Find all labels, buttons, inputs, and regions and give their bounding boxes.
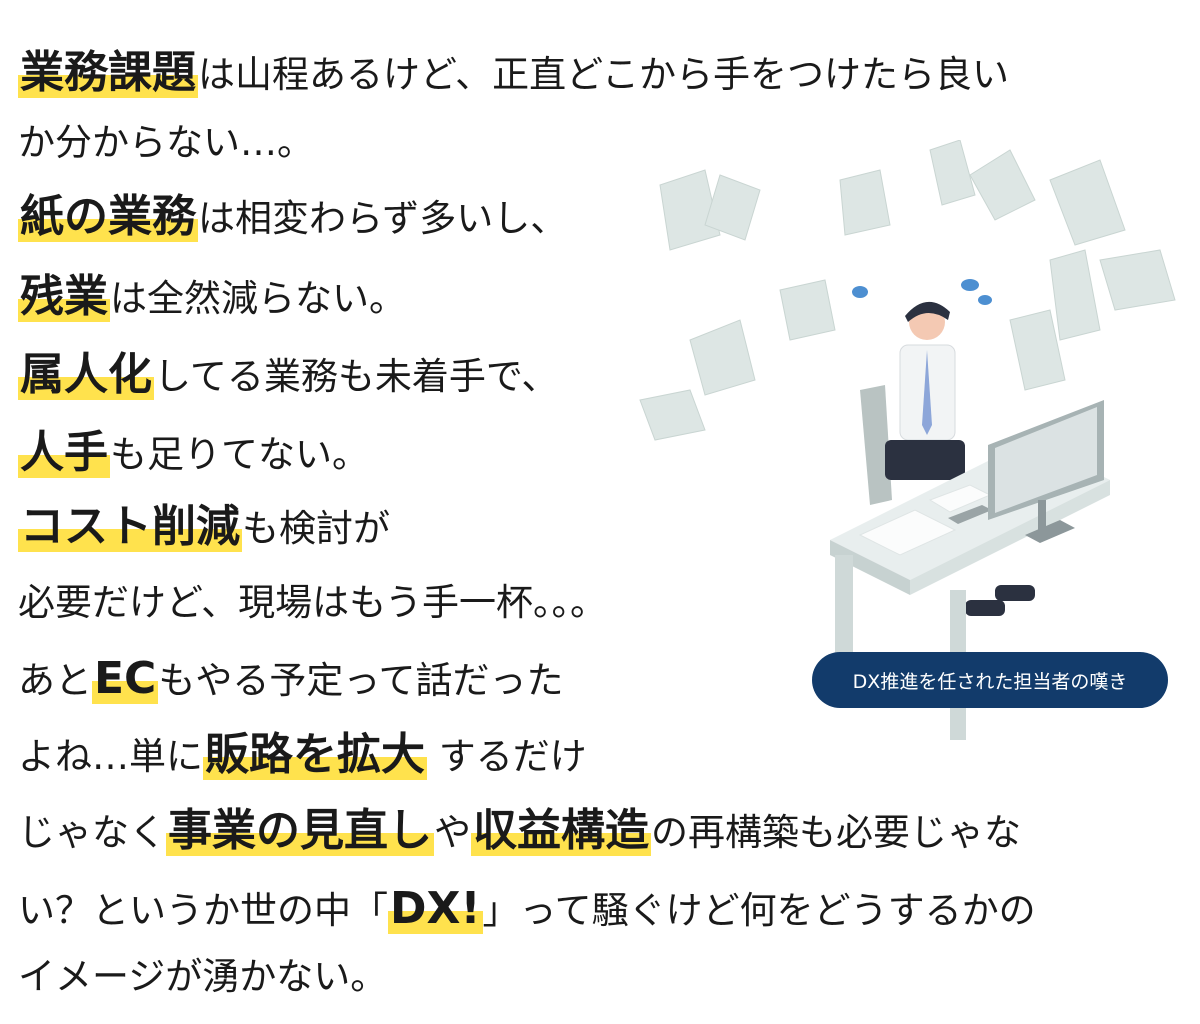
body-text-segment: は山程あるけど、正直どこから手をつけたら良い	[198, 53, 1010, 96]
text-line: よね…単に販路を拡大 するだけ	[18, 729, 587, 782]
stressed-worker-illustration	[639, 140, 1176, 740]
text-line: 必要だけど、現場はもう手一杯。。。	[18, 578, 607, 628]
body-text-segment: 必要だけど、現場はもう手一杯。。。	[18, 581, 608, 624]
highlight-keyword: EC	[92, 653, 159, 704]
text-line: あとECもやる予定って話だった	[18, 653, 564, 706]
highlight-keyword: 業務課題	[18, 47, 198, 98]
body-text-segment: は全然減らない。	[110, 277, 406, 320]
body-text-segment: もやる予定って話だった	[158, 659, 564, 702]
text-line: コスト削減も検討が	[18, 501, 390, 554]
highlight-keyword: DX!	[388, 883, 483, 934]
highlight-keyword: コスト削減	[18, 501, 242, 552]
text-line: い？というか世の中「DX!」って騒ぐけど何をどうするかの	[18, 883, 1036, 936]
body-text-segment: よね…単に	[18, 735, 203, 778]
text-line: 紙の業務は相変わらず多いし、	[18, 191, 568, 244]
body-text-segment: か分からない…。	[18, 121, 314, 164]
body-text-segment: じゃなく	[18, 811, 166, 854]
body-text-segment: イメージが湧かない。	[18, 955, 388, 998]
text-line: じゃなく事業の見直しや収益構造の再構築も必要じゃな	[18, 805, 1021, 858]
highlight-keyword: 紙の業務	[18, 191, 198, 242]
text-line: か分からない…。	[18, 118, 314, 168]
body-text-segment: あと	[18, 659, 92, 702]
highlight-keyword: 販路を拡大	[203, 729, 427, 780]
body-text-segment: は相変わらず多いし、	[198, 197, 568, 240]
body-text-segment: 」って騒ぐけど何をどうするかの	[482, 889, 1036, 932]
highlight-keyword: 属人化	[18, 349, 154, 400]
body-text-segment: の再構築も必要じゃな	[651, 811, 1021, 854]
body-text-segment: や	[434, 811, 471, 854]
text-line: 残業は全然減らない。	[18, 271, 406, 324]
body-text-segment: い？というか世の中「	[18, 889, 388, 932]
body-text-segment: も検討が	[242, 507, 390, 550]
body-text-segment: してる業務も未着手で、	[154, 355, 559, 398]
caption-badge: DX推進を任された担当者の嘆き	[812, 652, 1168, 708]
highlight-keyword: 人手	[18, 427, 110, 478]
body-text-segment: も足りてない。	[110, 433, 369, 476]
highlight-keyword: 残業	[18, 271, 110, 322]
highlight-keyword: 収益構造	[471, 805, 651, 856]
highlight-keyword: 事業の見直し	[166, 805, 434, 856]
text-line: 属人化してる業務も未着手で、	[18, 349, 559, 402]
text-line: イメージが湧かない。	[18, 952, 387, 1002]
text-line: 業務課題は山程あるけど、正直どこから手をつけたら良い	[18, 47, 1010, 100]
text-line: 人手も足りてない。	[18, 427, 369, 480]
body-text-segment: するだけ	[427, 735, 587, 778]
